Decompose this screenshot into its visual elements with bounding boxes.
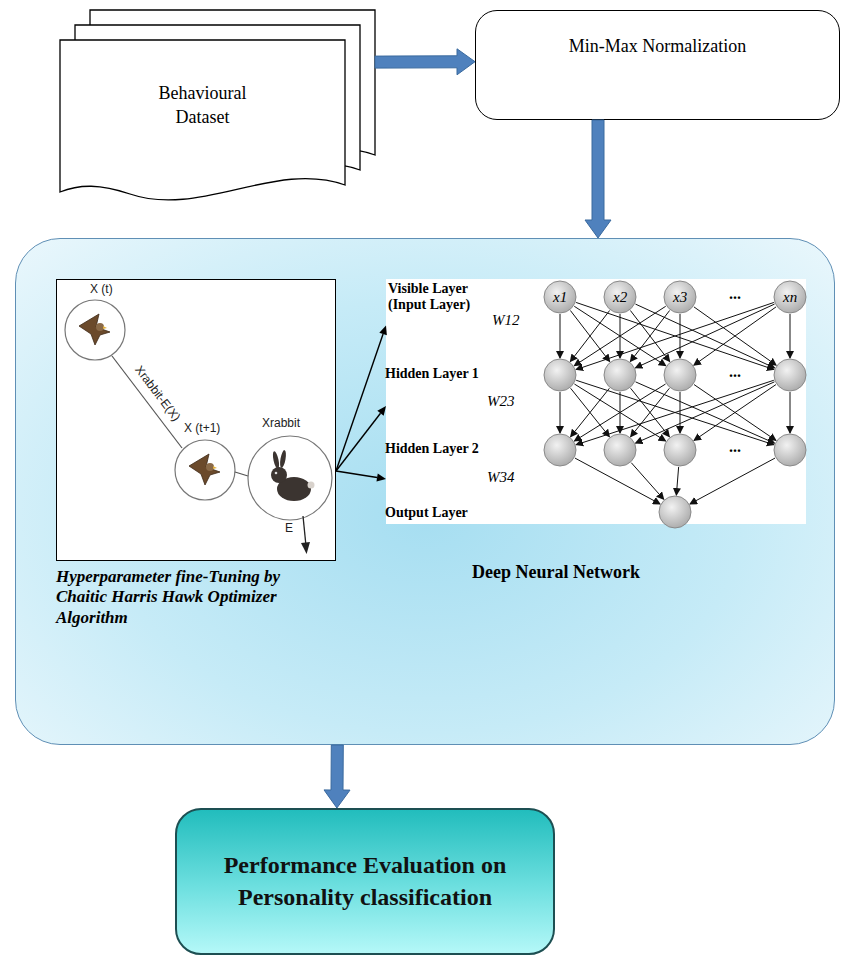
document-label-area: Behavioural Dataset [70, 50, 335, 160]
process-box: Min-Max Normalization [475, 10, 840, 120]
figure-label: Hidden Layer 1 [385, 366, 479, 382]
figure-label: x1 [553, 289, 567, 306]
dataset-document: Behavioural Dataset [60, 10, 375, 205]
figure-label: x2 [613, 289, 627, 306]
hawk-illustration [65, 300, 332, 554]
figure-label: Hidden Layer 2 [385, 441, 479, 457]
network-neurons [544, 281, 806, 528]
caption-area: Hyperparameter fine-Tuning by Chaitic Ha… [56, 567, 326, 628]
flow-arrow [585, 120, 611, 238]
rabbit [271, 450, 315, 501]
figure-label: Output Layer [385, 505, 468, 521]
node-label: Behavioural Dataset [138, 81, 268, 130]
tuning-arrow [336, 471, 386, 481]
figure-label: x3 [673, 289, 687, 306]
figure-label: Visible Layer (Input Layer) [388, 281, 488, 313]
caption-area: Deep Neural Network [426, 562, 686, 584]
flow-arrow [324, 745, 350, 808]
optimizer-figure: Hyperparameter fine-Tuning by Chaitic Ha… [56, 279, 336, 654]
network-links [560, 302, 790, 503]
node-label: Performance Evaluation on Personality cl… [210, 850, 520, 912]
figure-label: W23 [487, 393, 515, 410]
figure-label: ... [729, 285, 741, 303]
figure-label: X (t) [90, 283, 113, 297]
tuning-arrow [336, 406, 386, 471]
tuning-arrow [336, 326, 387, 472]
network-frame [386, 279, 806, 524]
figure-caption: Hyperparameter fine-Tuning by Chaitic Ha… [56, 567, 326, 628]
figure-label: X (t+1) [184, 422, 220, 436]
figure-label: Xrabbit [262, 417, 300, 431]
figure-label: W34 [487, 469, 515, 486]
figure-label: ... [729, 438, 741, 456]
result-box: Performance Evaluation on Personality cl… [175, 808, 555, 955]
figure-caption: Deep Neural Network [426, 562, 686, 584]
network-figure: Deep Neural Network [386, 279, 806, 589]
figure-label: W12 [492, 312, 520, 329]
model-panel: Hyperparameter fine-Tuning by Chaitic Ha… [15, 238, 835, 745]
node-label: Min-Max Normalization [490, 35, 825, 58]
figure-label: Xrabbit-E(X) [132, 363, 183, 424]
flow-arrow [375, 49, 475, 75]
figure-label: ... [729, 363, 741, 381]
figure-label: E [285, 522, 293, 536]
figure-label: xn [783, 289, 797, 306]
